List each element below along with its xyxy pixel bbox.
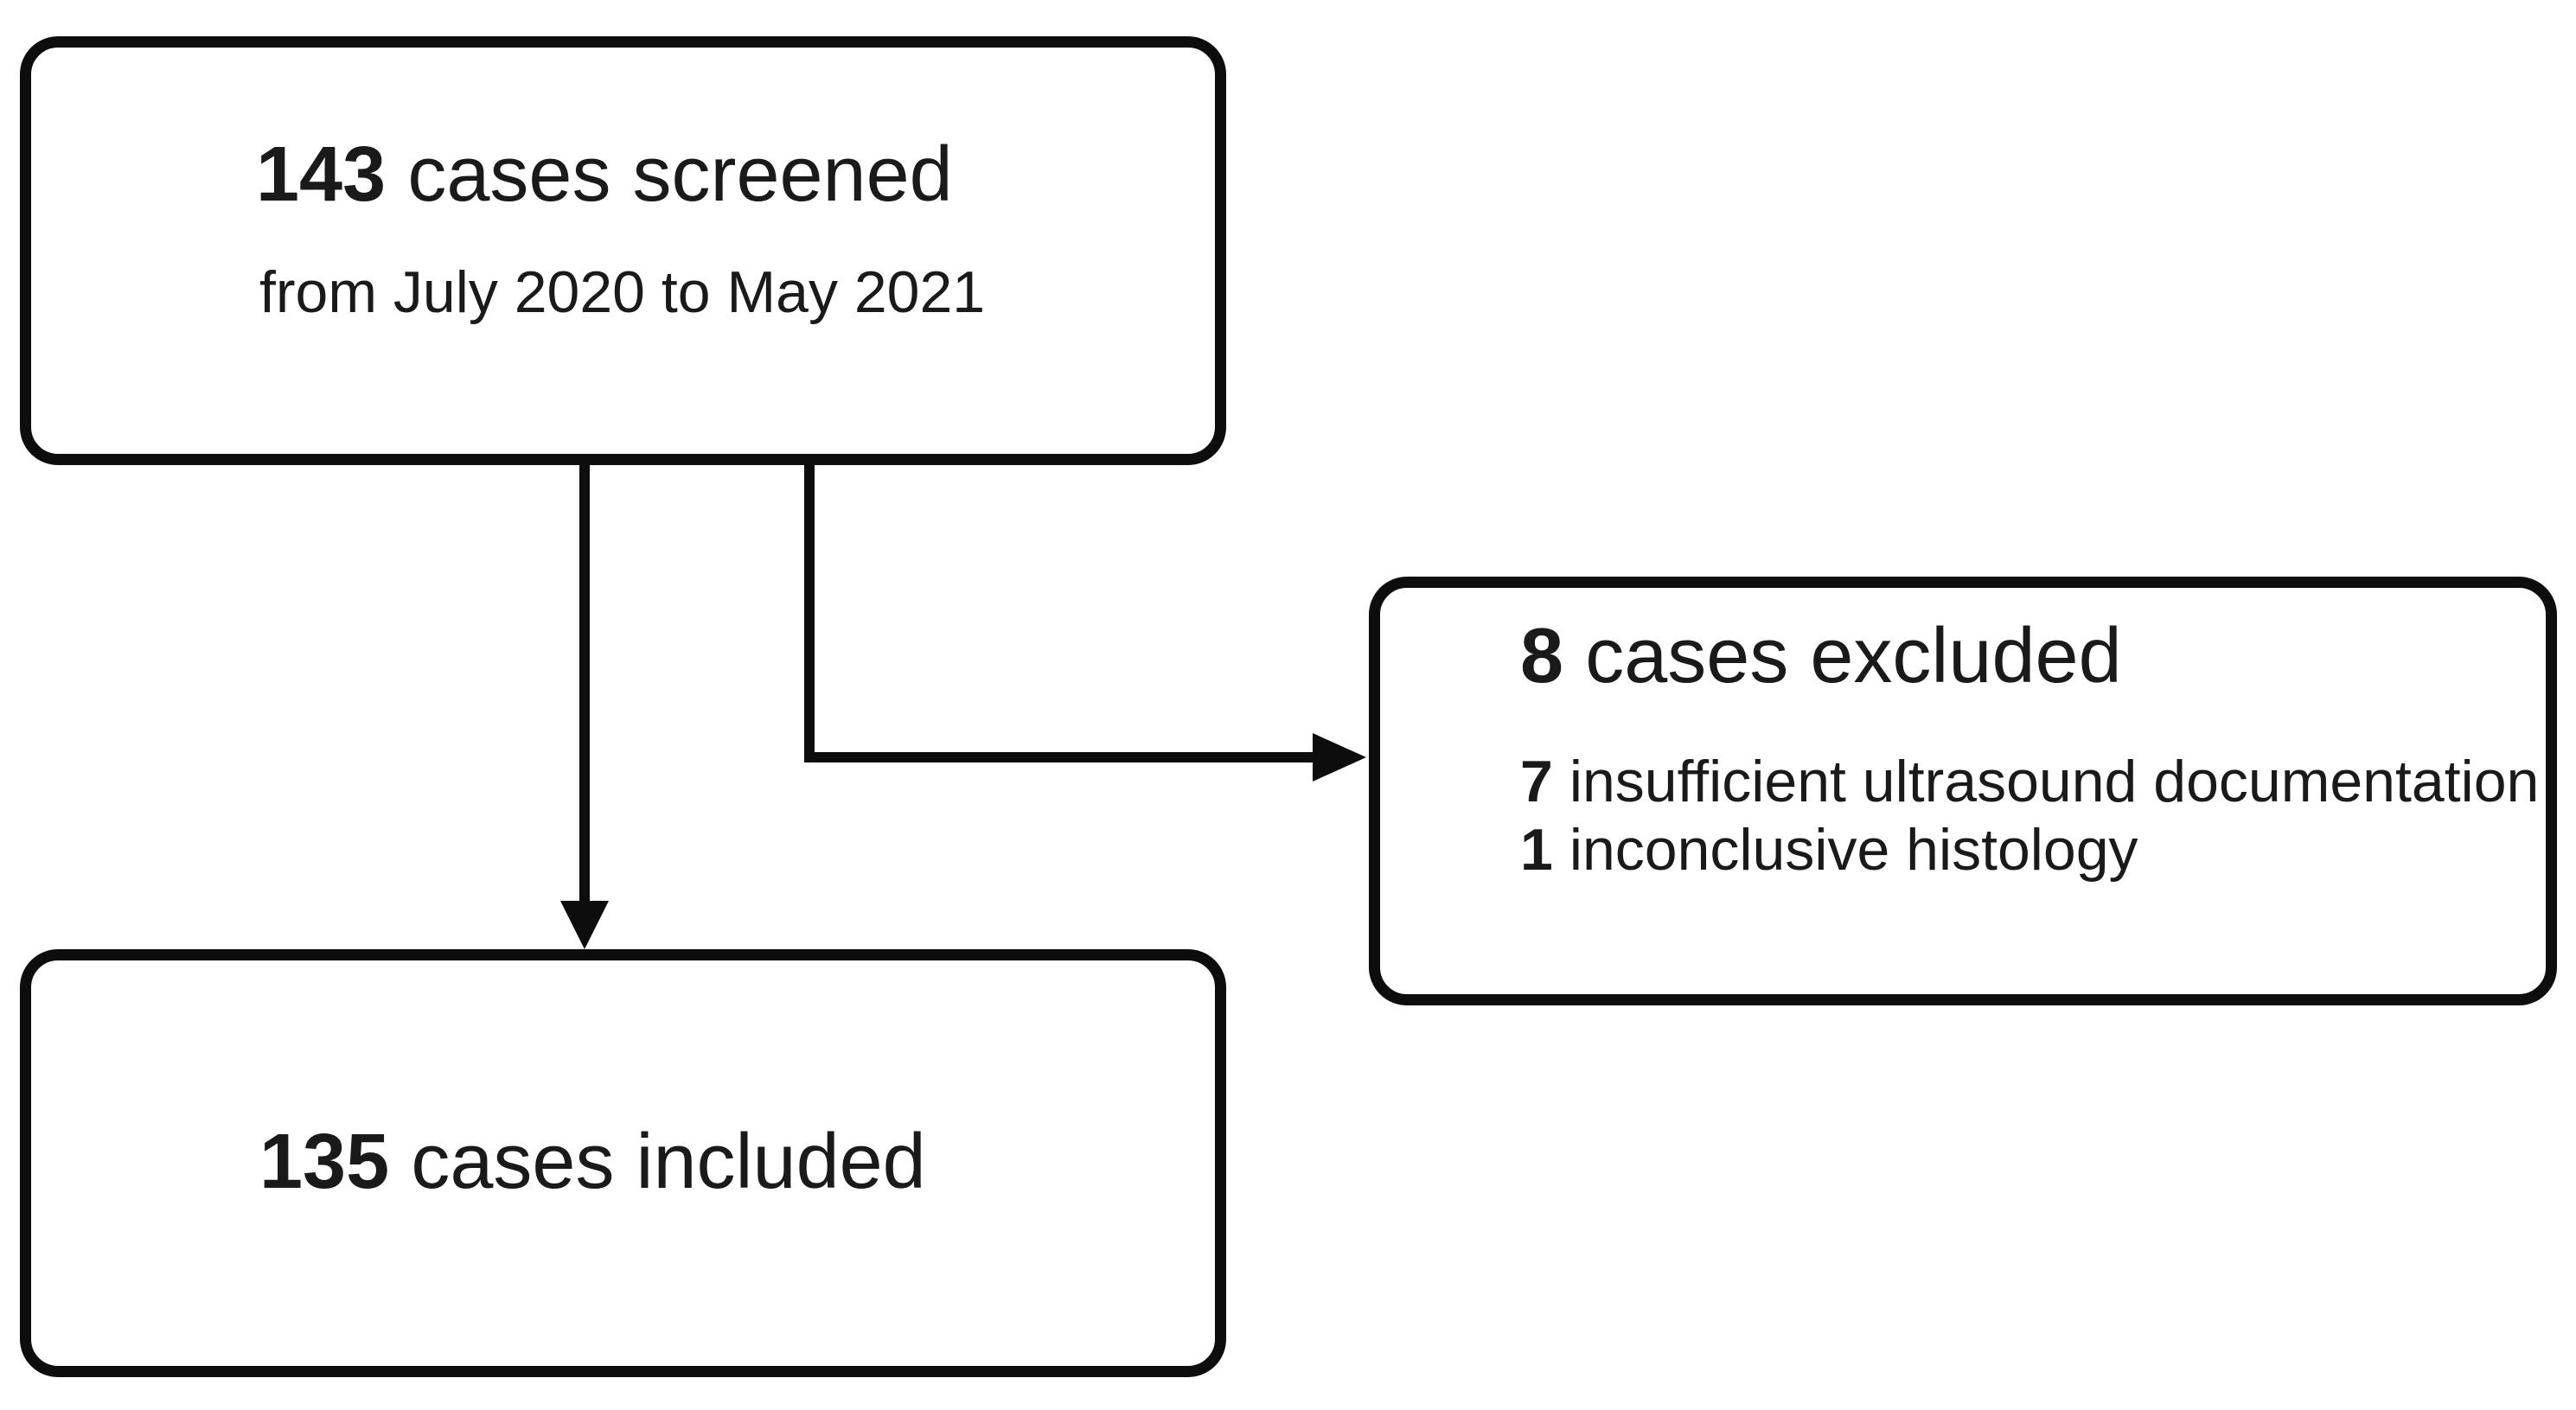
excluded-reason-1-label: insufficient ultrasound documentation — [1569, 749, 2540, 814]
node-cases-screened — [20, 36, 1226, 465]
arrow-line-screened-to-included — [579, 465, 590, 904]
arrowhead-down — [560, 901, 609, 949]
excluded-reason-1-count: 7 — [1520, 749, 1553, 814]
included-count: 135 — [259, 1119, 390, 1205]
included-label: cases included — [411, 1119, 926, 1205]
screened-label: cases screened — [407, 131, 953, 218]
node-cases-included — [20, 949, 1226, 1377]
excluded-label: cases excluded — [1585, 613, 2122, 699]
screened-subtitle: from July 2020 to May 2021 — [259, 259, 986, 325]
arrow-line-branch-vertical — [804, 465, 815, 762]
arrowhead-right — [1313, 733, 1366, 782]
excluded-reason-2-count: 1 — [1520, 817, 1553, 883]
node-cases-excluded — [1369, 577, 2557, 1005]
screened-count: 143 — [256, 131, 387, 218]
excluded-count: 8 — [1520, 613, 1564, 699]
arrow-line-branch-to-excluded — [804, 752, 1313, 762]
excluded-reason-2-label: inconclusive histology — [1569, 817, 2138, 883]
